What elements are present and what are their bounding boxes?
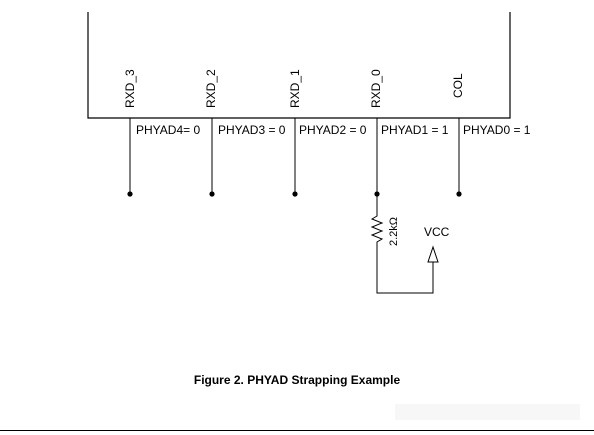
pullup-resistor-symbol	[370, 212, 384, 246]
pin-label-rxd0: RXD_0	[369, 69, 383, 108]
strap-label-phyad3: PHYAD3 = 0	[218, 123, 286, 137]
pin-terminal-dot-rxd0	[374, 191, 380, 197]
vcc-supply-arrow-icon	[427, 245, 439, 263]
pin-label-rxd2: RXD_2	[204, 69, 218, 108]
strap-label-phyad2: PHYAD2 = 0	[299, 123, 367, 137]
pin-label-rxd3: RXD_3	[123, 69, 137, 108]
bottom-divider	[0, 430, 594, 431]
pin-terminal-dot-rxd1	[292, 191, 298, 197]
resistor-value-label: 2.2kΩ	[388, 217, 400, 246]
pin-label-rxd1: RXD_1	[288, 69, 302, 108]
faint-background-block	[395, 404, 580, 420]
vcc-label: VCC	[424, 225, 450, 239]
pin-label-col: COL	[451, 73, 465, 98]
pin-terminal-dot-rxd3	[127, 191, 133, 197]
strap-label-phyad1: PHYAD1 = 1	[381, 123, 449, 137]
strap-label-phyad0: PHYAD0 = 1	[463, 123, 531, 137]
strap-label-phyad4: PHYAD4= 0	[136, 123, 200, 137]
pin-terminal-dot-col	[456, 191, 462, 197]
pin-terminal-dot-rxd2	[209, 191, 215, 197]
chip-body-outline	[87, 12, 511, 119]
pullup-wire	[376, 246, 434, 294]
figure-caption: Figure 2. PHYAD Strapping Example	[193, 373, 401, 387]
